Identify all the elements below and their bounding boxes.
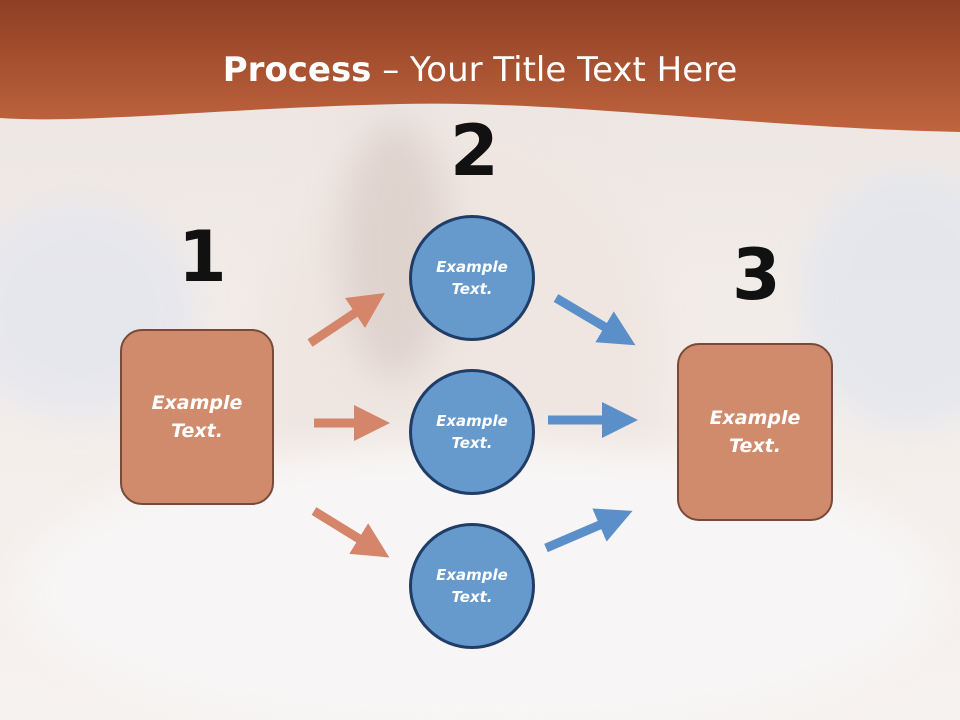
- title-banner: [0, 0, 960, 132]
- arrow-left-to-bottom: [311, 507, 390, 558]
- step-number-1: 1: [178, 216, 227, 298]
- process-box-left-label: Example Text.: [151, 391, 243, 443]
- process-circle-middle-label: Example Text.: [436, 411, 508, 453]
- process-circle-middle: Example Text.: [409, 369, 535, 495]
- step-number-3: 3: [732, 234, 781, 316]
- title-bold: Process: [222, 50, 372, 90]
- arrow-bottom-to-right: [544, 508, 633, 553]
- step-number-2: 2: [450, 110, 499, 192]
- title-rest: – Your Title Text Here: [371, 50, 738, 90]
- arrow-top-to-right: [553, 294, 636, 346]
- process-circle-top-label: Example Text.: [436, 257, 508, 299]
- process-circle-bottom-label: Example Text.: [436, 565, 508, 607]
- process-circle-bottom: Example Text.: [409, 523, 535, 649]
- process-box-left: Example Text.: [120, 329, 274, 505]
- process-box-right: Example Text.: [677, 343, 833, 521]
- process-circle-top: Example Text.: [409, 215, 535, 341]
- page-title: Process – Your Title Text Here: [0, 50, 960, 90]
- arrow-left-to-top: [307, 293, 385, 347]
- process-box-right-label: Example Text.: [709, 406, 801, 458]
